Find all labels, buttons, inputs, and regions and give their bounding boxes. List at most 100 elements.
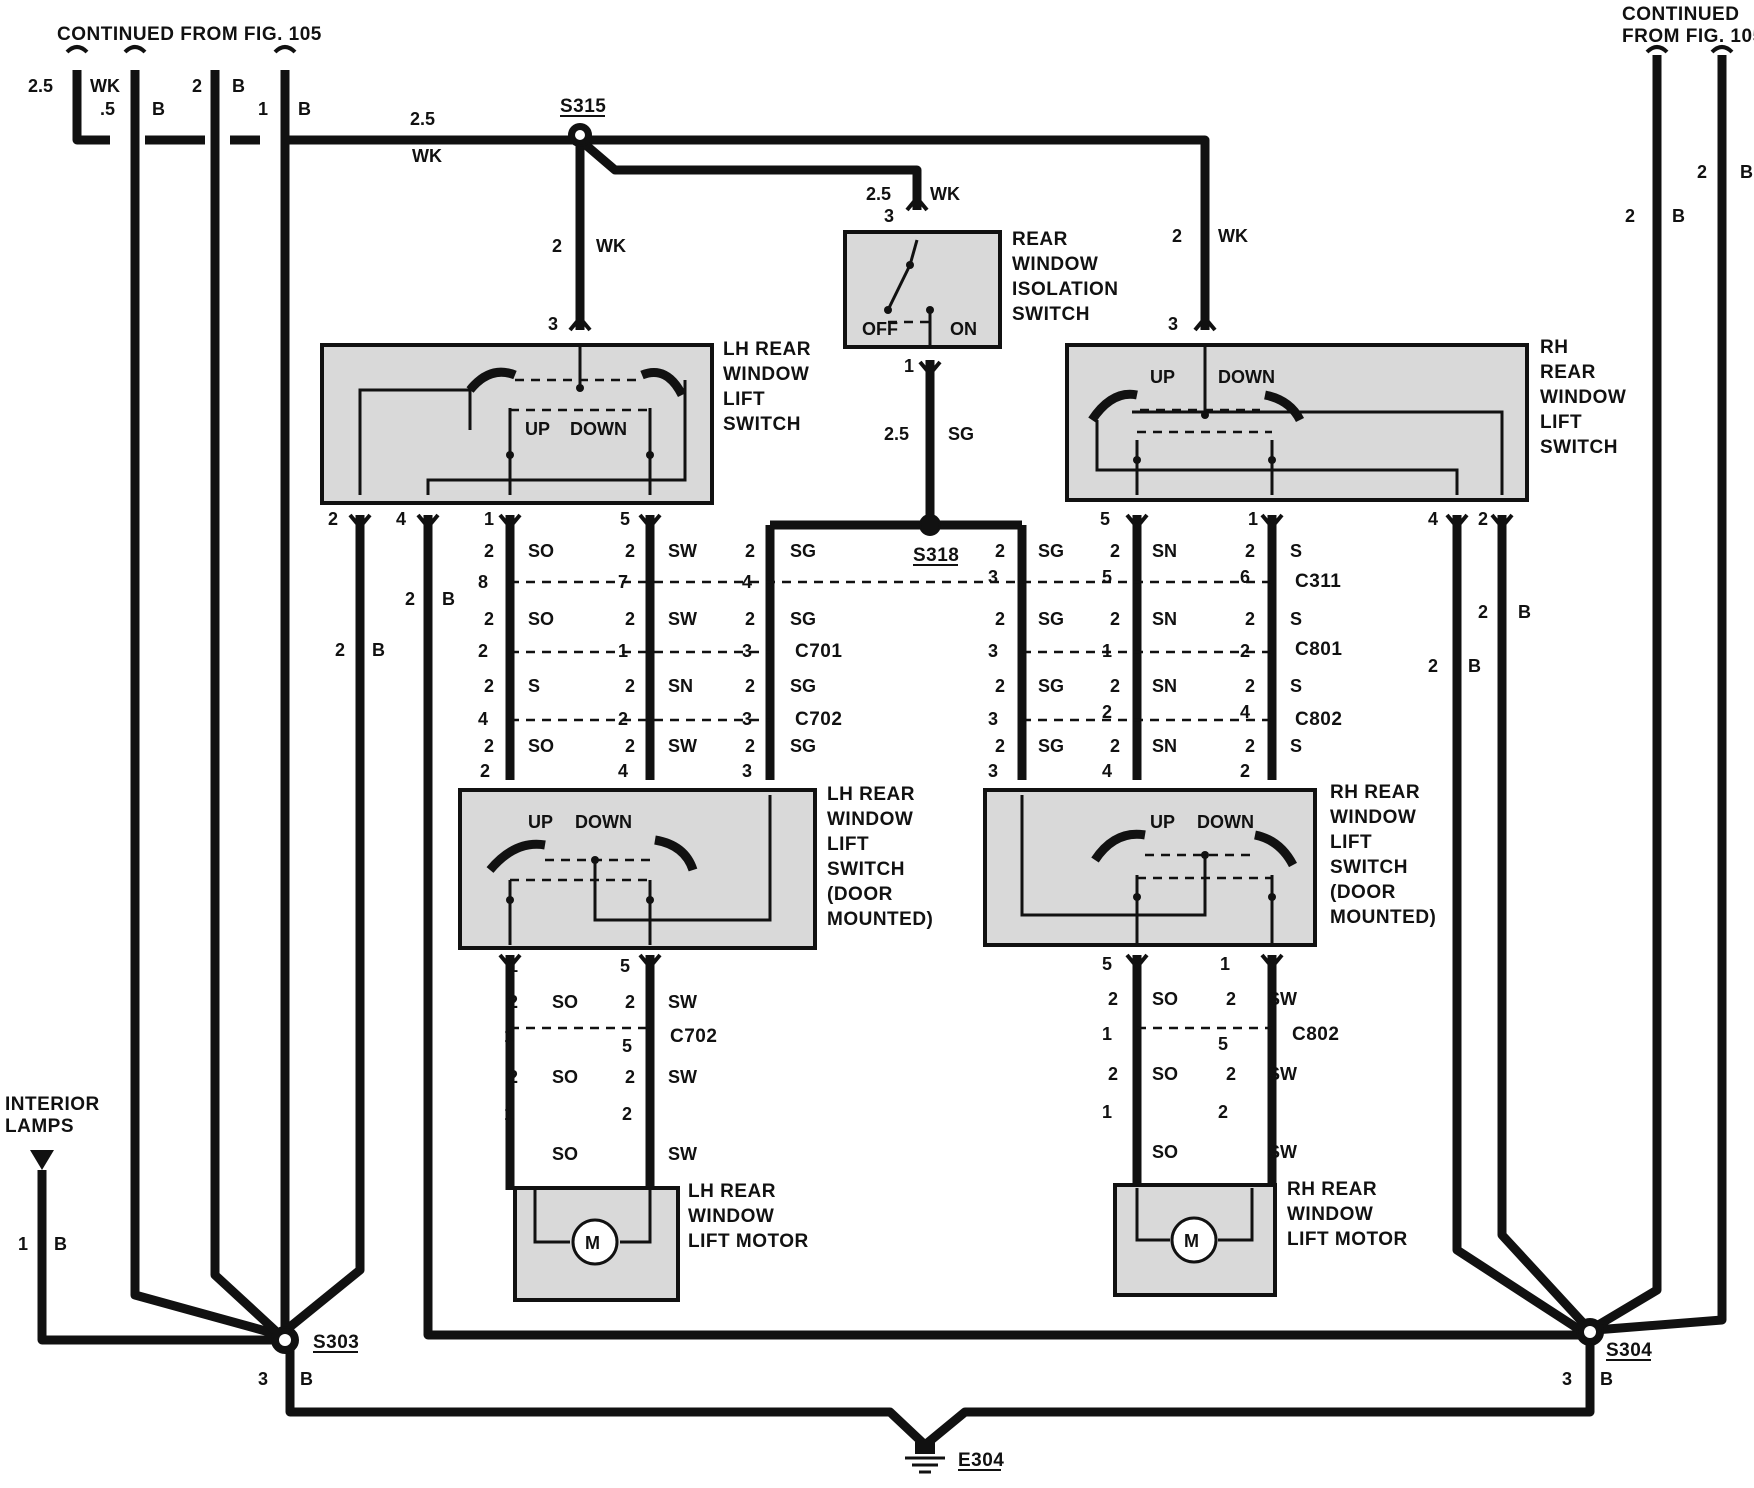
wire-size: 1 (258, 99, 268, 119)
wire-color: B (1468, 656, 1481, 676)
rear-window-isolation-switch: OFF ON (843, 230, 1002, 349)
captions: CONTINUED FROM FIG. 105 CONTINUED FROM F… (5, 4, 1754, 1471)
wire-color: B (1600, 1369, 1613, 1389)
pin-number: 5 (1102, 954, 1112, 974)
wire-size: 2 (484, 541, 494, 561)
wire-size: 2.5 (410, 109, 435, 129)
rh-door-caption-6: MOUNTED) (1330, 907, 1436, 928)
wire-size: 2 (1172, 226, 1182, 246)
isolation-caption-3: ISOLATION (1012, 279, 1119, 300)
rh-motor-caption-3: LIFT MOTOR (1287, 1229, 1408, 1250)
wire-color: S (528, 676, 540, 696)
lh-main-caption-3: LIFT (723, 389, 765, 410)
wire-size: 2 (508, 1067, 518, 1087)
pin-number: 3 (988, 761, 998, 781)
wire-size: 2 (552, 236, 562, 256)
c701-label: C701 (795, 641, 842, 662)
pin-number: 1 (484, 509, 494, 529)
rh-motor-caption-1: RH REAR (1287, 1179, 1377, 1200)
wire-color: B (152, 99, 165, 119)
wire-color: SG (790, 736, 816, 756)
wires (37, 55, 1727, 1450)
pin-number: 1 (904, 356, 914, 376)
wire-size: 2 (192, 76, 202, 96)
wire-size: 2 (625, 609, 635, 629)
wire-size: 2 (1110, 609, 1120, 629)
wire-size: 2 (625, 541, 635, 561)
pin-number: 8 (478, 572, 488, 592)
lh-main-caption-4: SWITCH (723, 414, 801, 435)
wire-color: B (298, 99, 311, 119)
pin-number: 7 (618, 572, 628, 592)
pin-number: 1 (504, 1026, 514, 1046)
wire-color: SW (668, 736, 697, 756)
wire-size: 2 (625, 736, 635, 756)
c702-label: C702 (795, 709, 842, 730)
wire-color: SW (1268, 1064, 1297, 1084)
wire-color: SG (948, 424, 974, 444)
wire-color: WK (930, 184, 960, 204)
lh-main-caption-2: WINDOW (723, 364, 809, 385)
wire-color: SO (1152, 989, 1178, 1009)
wire-color: SG (1038, 541, 1064, 561)
connector-dash-lines (510, 580, 1272, 1030)
rh-main-caption-1: RH (1540, 337, 1568, 358)
wire-size: 2 (1110, 676, 1120, 696)
pin-number: 4 (618, 761, 628, 781)
pin-number: 5 (1100, 509, 1110, 529)
lh-motor-caption-3: LIFT MOTOR (688, 1231, 809, 1252)
pin-number: 6 (1240, 567, 1250, 587)
wire-color: WK (90, 76, 120, 96)
pin-number: 3 (1168, 314, 1178, 334)
pin-number: 1 (504, 1104, 514, 1124)
wire-size: 3 (258, 1369, 268, 1389)
wire-color: SN (1152, 676, 1177, 696)
wire-color: SO (552, 992, 578, 1012)
wire-size: 2 (1108, 1064, 1118, 1084)
rh-main-down-label: DOWN (1218, 367, 1275, 387)
wire-size: 2 (1245, 541, 1255, 561)
wire-color: WK (412, 146, 442, 166)
c311-label: C311 (1295, 571, 1341, 592)
pin-number: 4 (1240, 702, 1250, 722)
wire-color: B (1740, 162, 1753, 182)
wire-size: 2 (745, 676, 755, 696)
pin-number: 2 (1102, 702, 1112, 722)
pin-number: 3 (742, 641, 752, 661)
wire-size: 2 (1226, 1064, 1236, 1084)
rh-main-up-label: UP (1150, 367, 1175, 387)
wire-color: B (300, 1369, 313, 1389)
wire-size: .5 (100, 99, 115, 119)
lh-door-down-label: DOWN (575, 812, 632, 832)
wire-size: 2 (745, 541, 755, 561)
wire-color: SG (790, 676, 816, 696)
s318-label: S318 (913, 545, 959, 566)
wire-color: SO (528, 736, 554, 756)
wire-color: SO (1152, 1064, 1178, 1084)
pin-number: 2 (622, 1104, 632, 1124)
pin-number: 3 (988, 567, 998, 587)
lh-rear-window-lift-switch-door-mounted: UP DOWN (458, 788, 817, 950)
rh-main-caption-3: WINDOW (1540, 387, 1626, 408)
wire-color: SN (668, 676, 693, 696)
wire-size: 2 (625, 992, 635, 1012)
splices (271, 123, 1604, 1354)
wire-size: 1 (18, 1234, 28, 1254)
s303-label: S303 (313, 1332, 359, 1353)
rh-door-caption-2: WINDOW (1330, 807, 1416, 828)
interior-lamps-caption-1: INTERIOR (5, 1094, 100, 1115)
wire-size: 2 (625, 1067, 635, 1087)
c802-label: C802 (1295, 709, 1342, 730)
rh-rear-window-lift-switch-door-mounted: UP DOWN (983, 788, 1317, 947)
isolation-caption-1: REAR (1012, 229, 1068, 250)
wire-size: 2.5 (28, 76, 53, 96)
connector-forks (65, 45, 1734, 971)
lh-door-caption-5: (DOOR (827, 884, 893, 905)
wire-color: B (1518, 602, 1531, 622)
wire-size: 3 (1562, 1369, 1572, 1389)
wire-color: SN (1152, 609, 1177, 629)
wire-size: 2 (405, 589, 415, 609)
lh-door-caption-6: MOUNTED) (827, 909, 933, 930)
pin-number: 1 (1102, 1024, 1112, 1044)
